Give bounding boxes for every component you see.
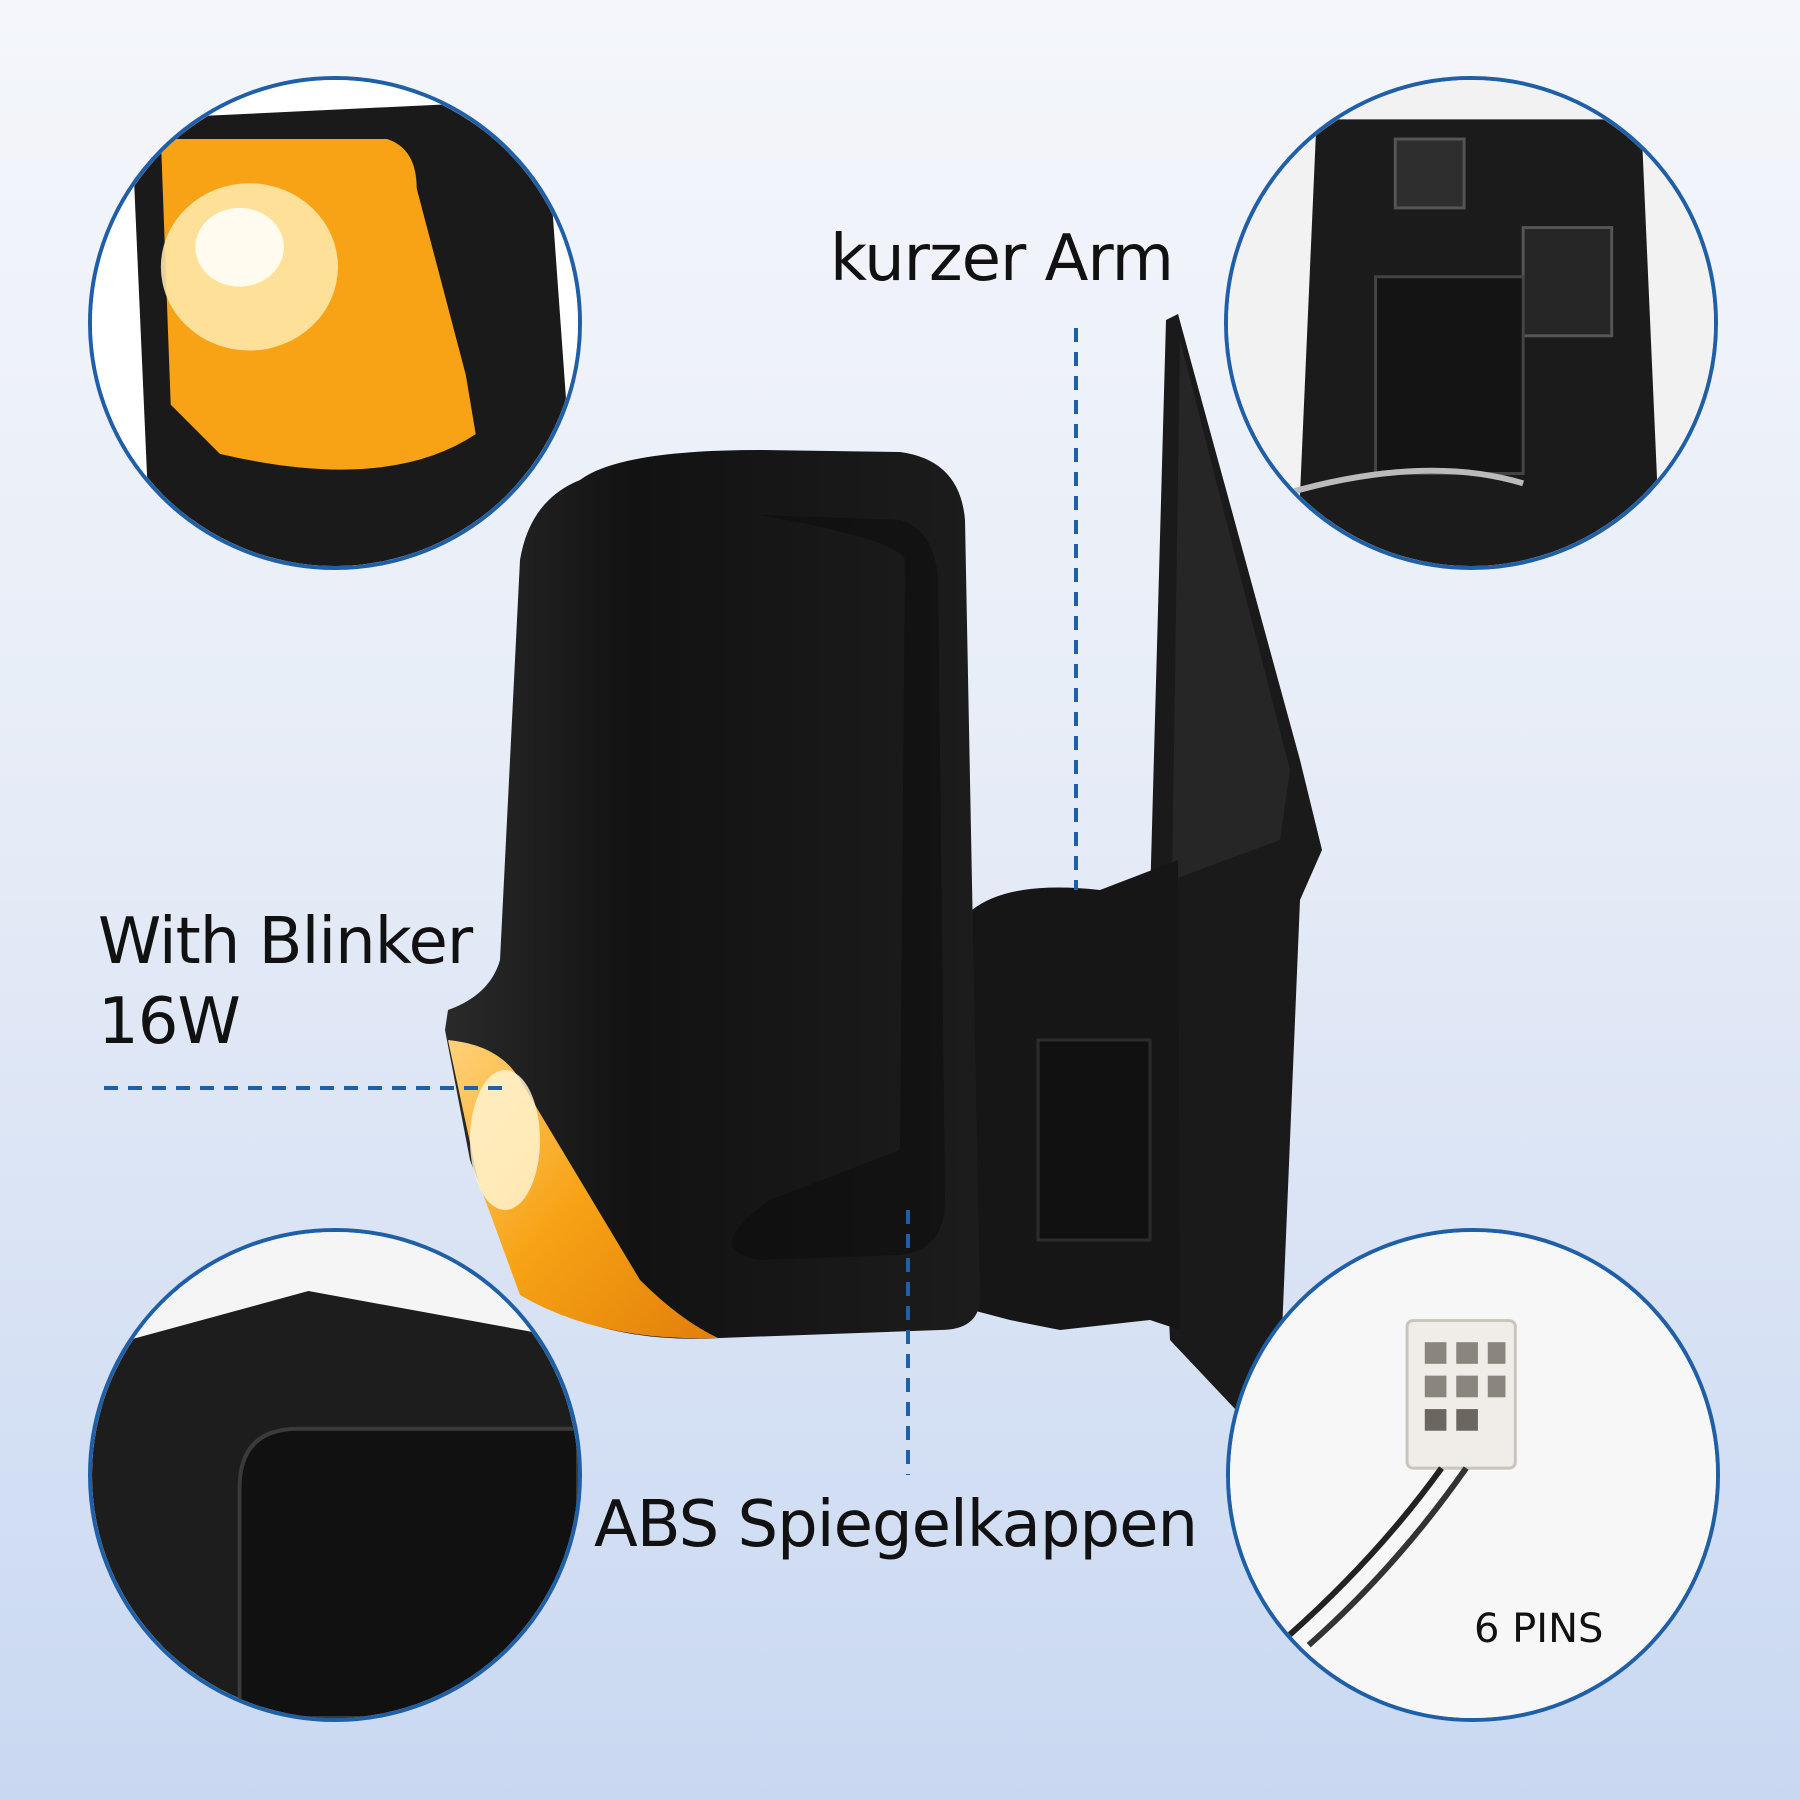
pins-label: 6 PINS (1474, 1606, 1604, 1652)
abs-label: ABS Spiegelkappen (594, 1488, 1198, 1562)
detail-circle-connector (1226, 1228, 1720, 1722)
detail-circle-blinker (88, 76, 582, 570)
abs-cap-closeup-image (92, 1232, 578, 1718)
blinker-label-line1: With Blinker (98, 905, 473, 979)
blinker-closeup-image (92, 80, 578, 566)
mirror-cap (445, 450, 980, 1339)
arm-label: kurzer Arm (830, 222, 1174, 296)
blinker-label-line2: 16W (98, 985, 241, 1059)
detail-circle-bracket (1224, 76, 1718, 570)
bracket-closeup-image (1228, 80, 1714, 566)
blinker-label: With Blinker 16W (98, 902, 473, 1062)
connector-closeup-image (1230, 1232, 1716, 1718)
detail-circle-abs-cap (88, 1228, 582, 1722)
